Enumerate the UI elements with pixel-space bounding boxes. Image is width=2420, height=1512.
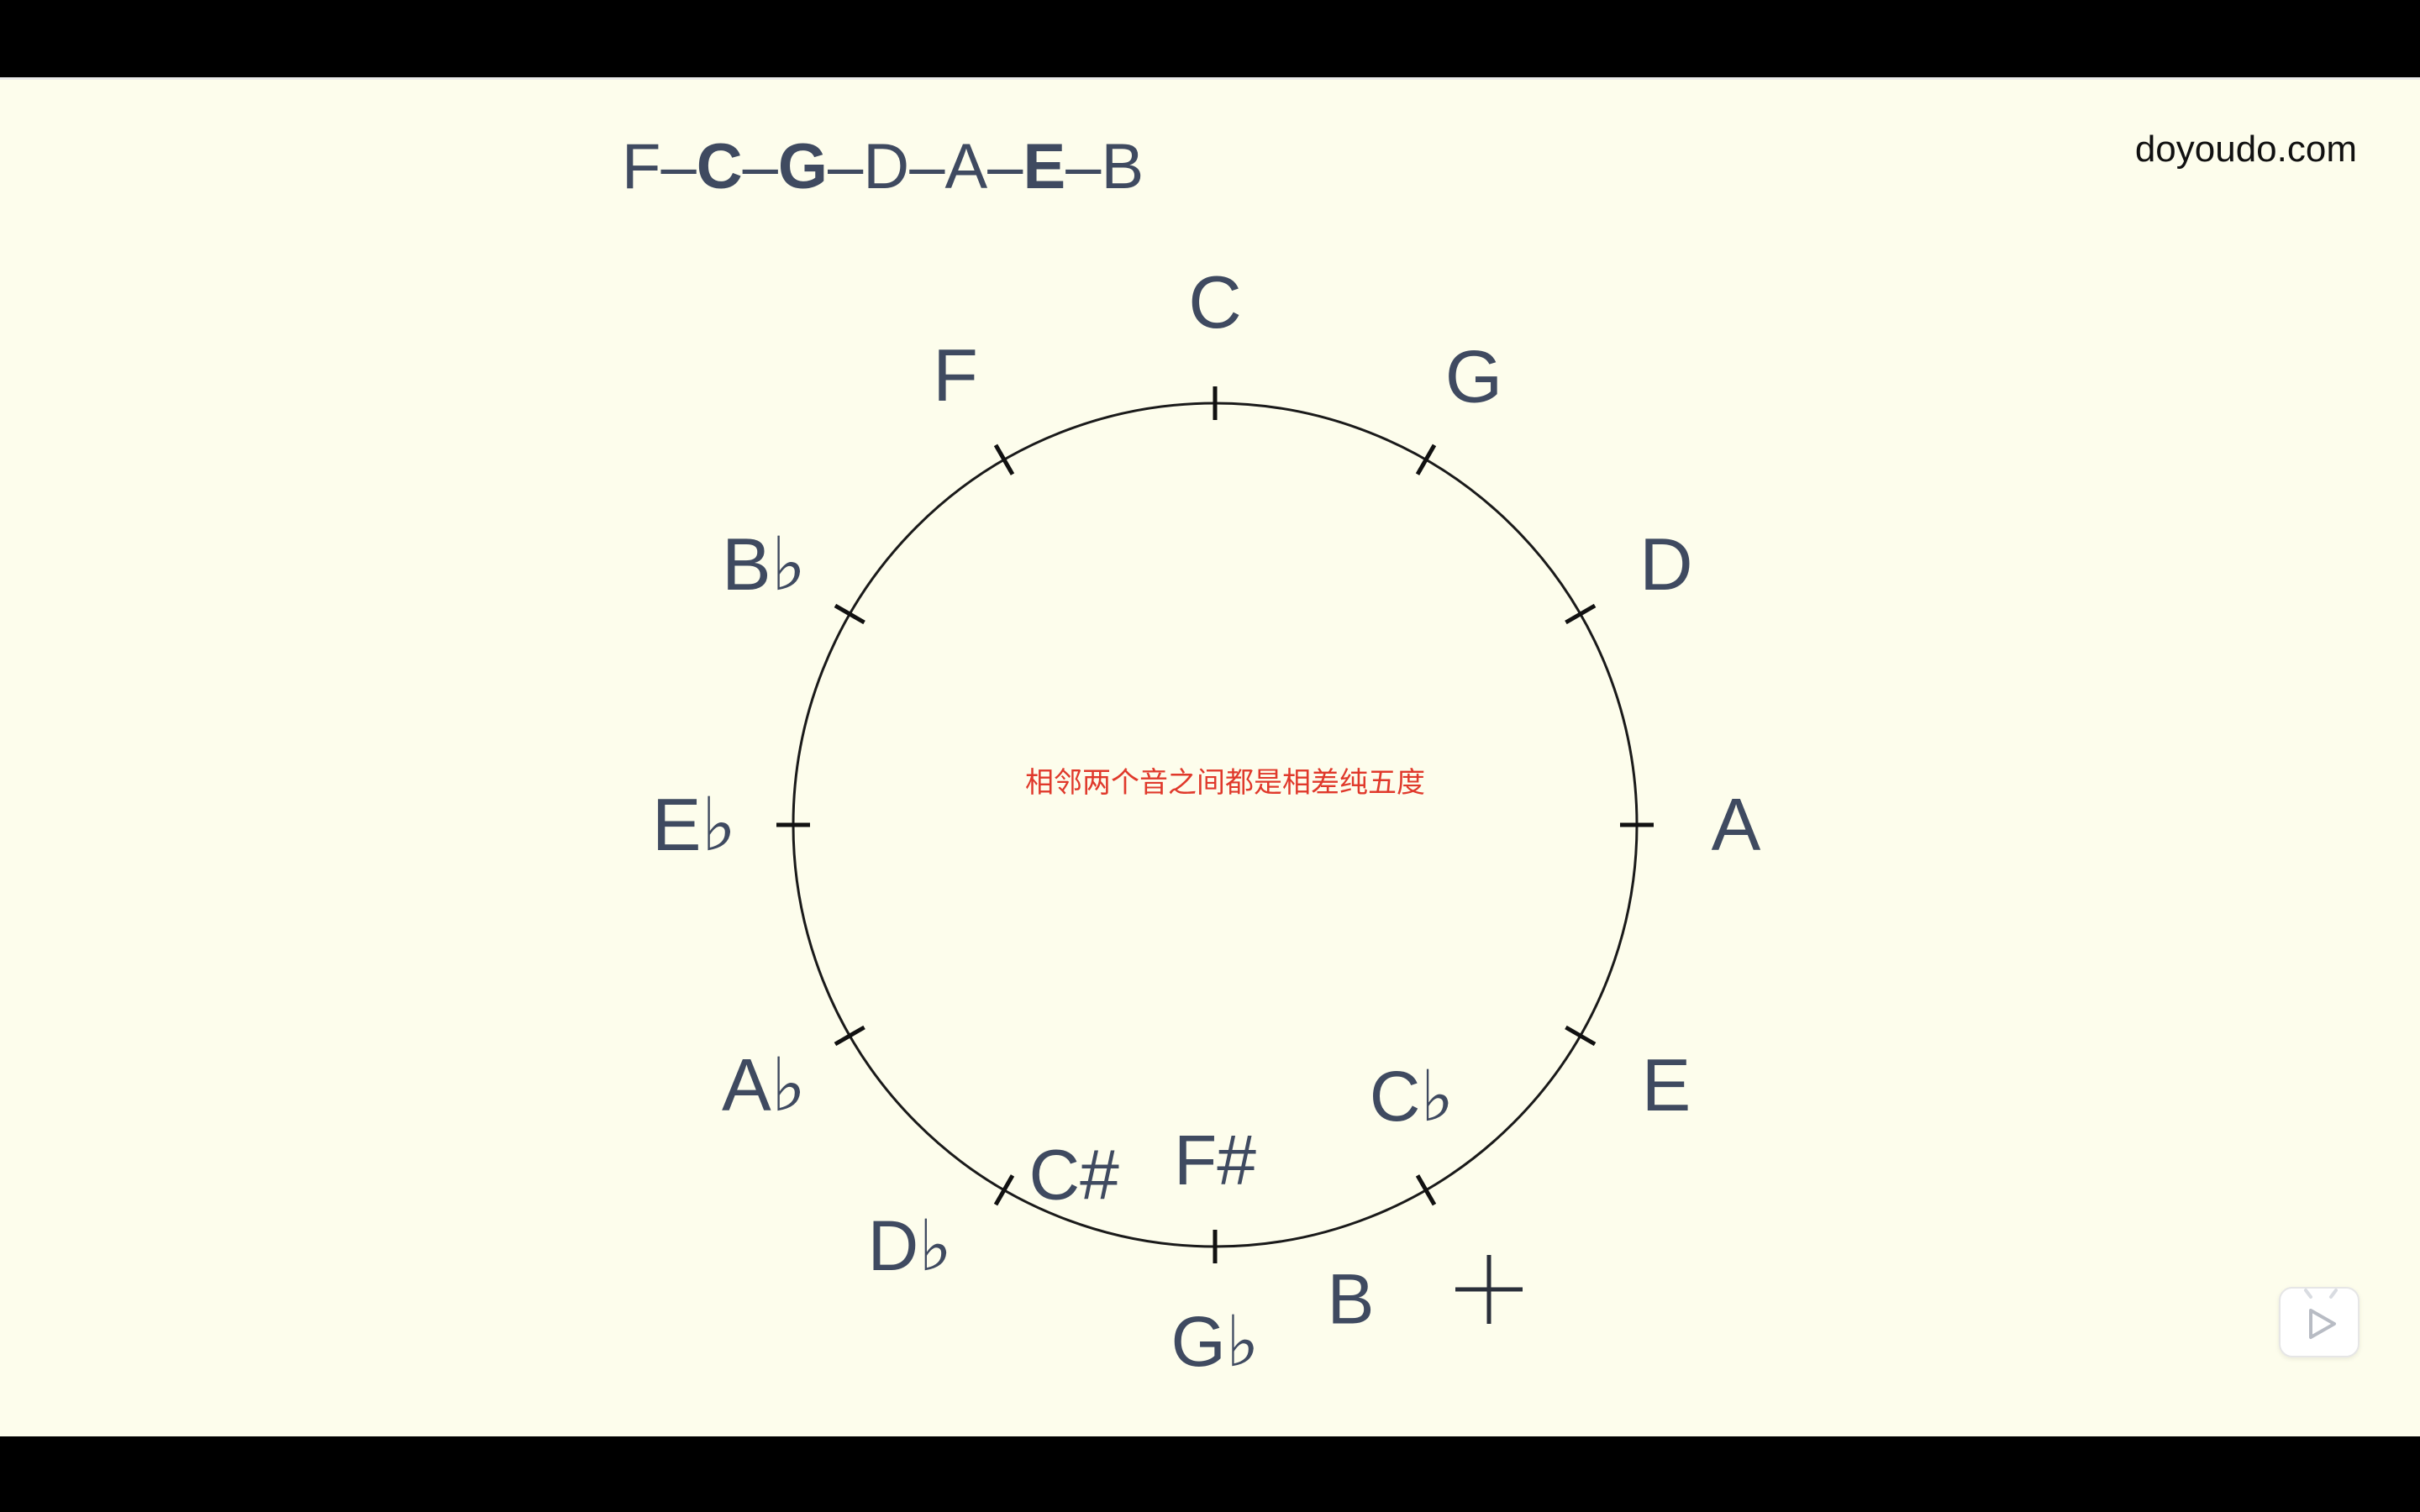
note-label-primary: G — [1445, 335, 1502, 418]
note-label-primary: A♭ — [722, 1043, 806, 1126]
note-label-primary: C — [1188, 260, 1242, 344]
sequence-note: F — [622, 131, 660, 202]
note-label-primary: B♭ — [722, 522, 806, 606]
play-icon — [2304, 1289, 2338, 1339]
tick-mark — [1415, 1174, 1437, 1206]
letterbox-top — [0, 0, 2420, 77]
sequence-note: E — [1023, 131, 1065, 202]
watermark-text: doyoudo.com — [2135, 129, 2357, 170]
sequence-separator: – — [1065, 131, 1102, 202]
note-label-primary: E — [1642, 1043, 1691, 1126]
tick-mark — [993, 444, 1015, 475]
tick-mark — [1565, 1025, 1597, 1047]
note-labels: C G D A E B C♭ F# G♭ C# D♭ A♭ E♭ B♭ F — [652, 260, 1761, 1381]
note-label-primary: E♭ — [652, 783, 736, 866]
fifths-sequence: F–C–G–D–A–E–B — [622, 131, 1144, 202]
crosshair-cursor-icon — [1455, 1255, 1523, 1324]
sequence-separator: – — [743, 131, 779, 202]
sequence-note: B — [1101, 131, 1144, 202]
sequence-text: F–C–G–D–A–E–B — [622, 131, 1144, 202]
sequence-note: D — [863, 131, 909, 202]
sequence-note: G — [778, 131, 828, 202]
note-label-secondary: G♭ — [1171, 1302, 1260, 1381]
sequence-note: C — [697, 131, 743, 202]
tick-mark — [993, 1174, 1015, 1206]
note-label-primary: C# — [1028, 1135, 1119, 1214]
tick-mark — [834, 1025, 865, 1047]
note-label-primary: A — [1712, 783, 1761, 866]
sequence-separator: – — [660, 131, 697, 202]
tick-mark — [834, 603, 865, 625]
center-caption: 相邻两个音之间都是相差纯五度 — [1025, 766, 1425, 800]
note-label-primary: F# — [1174, 1121, 1256, 1200]
note-label-primary: D — [1639, 522, 1693, 606]
video-frame — [0, 77, 2420, 1436]
note-label-secondary: C♭ — [1370, 1057, 1454, 1136]
play-button[interactable] — [2279, 1287, 2360, 1357]
note-label-primary: F — [933, 333, 978, 417]
letterbox-bottom — [0, 1436, 2420, 1512]
sequence-note: A — [944, 131, 987, 202]
sequence-separator: – — [828, 131, 864, 202]
tick-mark — [1415, 444, 1437, 475]
tick-marks — [776, 386, 1654, 1263]
note-label-primary: B — [1328, 1259, 1375, 1338]
sequence-separator: – — [909, 131, 945, 202]
note-label-secondary: D♭ — [868, 1206, 952, 1285]
sequence-separator: – — [987, 131, 1023, 202]
tick-mark — [1565, 603, 1597, 625]
